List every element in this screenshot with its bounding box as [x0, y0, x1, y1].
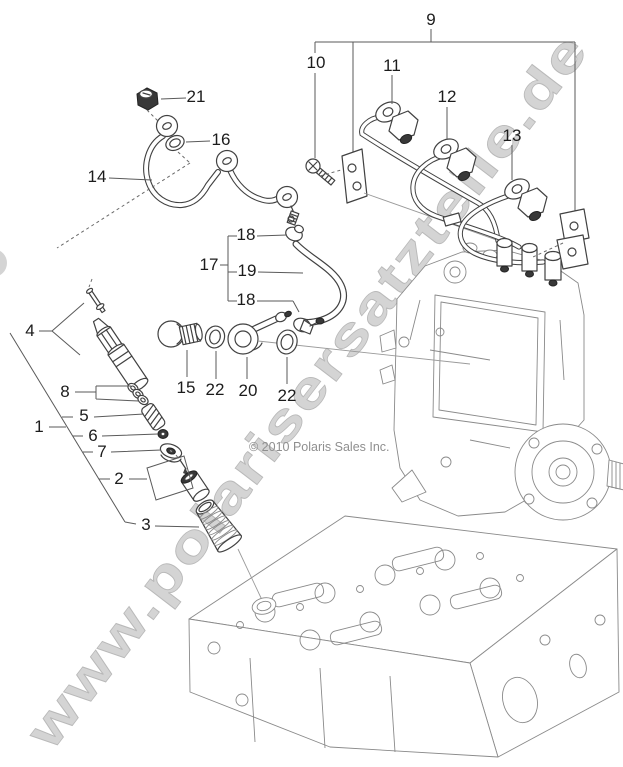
callout-13: 13 — [502, 126, 522, 145]
callout-19: 19 — [237, 261, 257, 280]
injection-pipe-12 — [410, 138, 522, 250]
return-hose-19 — [292, 240, 347, 326]
washers-8 — [127, 382, 149, 406]
callout-2: 2 — [114, 469, 124, 488]
callout-5: 5 — [79, 406, 89, 425]
callout-15: 15 — [176, 378, 196, 397]
spring-5 — [141, 403, 166, 431]
callout-21: 21 — [186, 87, 206, 106]
hose-clamp-18-bottom — [293, 317, 325, 335]
injector-needle — [85, 278, 106, 326]
washer-7 — [159, 443, 183, 463]
plug-15 — [157, 320, 203, 348]
washer-16 — [165, 134, 185, 152]
callout-7: 7 — [97, 442, 107, 461]
callout-9-bracket — [314, 29, 576, 211]
callout-10: 10 — [306, 53, 326, 72]
o-ring-22-left — [204, 325, 226, 349]
assembly-dashed-lines — [56, 109, 191, 249]
callout-11: 11 — [383, 56, 401, 75]
fuel-line-14 — [143, 114, 300, 226]
callout-22: 22 — [277, 386, 297, 405]
cylinder-head-drawing — [188, 515, 620, 758]
hose-clamp-18-top — [285, 215, 304, 242]
nut-6 — [157, 429, 169, 439]
nut-21 — [136, 87, 159, 111]
injection-pump-drawing — [379, 242, 623, 521]
callout-16: 16 — [211, 130, 231, 149]
callout-3: 3 — [141, 515, 151, 534]
o-ring-22-right — [276, 329, 298, 355]
injector-body-4 — [92, 317, 149, 392]
nozzle-nut-2 — [180, 470, 210, 502]
callout-20: 20 — [238, 381, 258, 400]
banjo-fitting-20 — [227, 310, 471, 365]
bracket-17 — [220, 234, 304, 313]
callout-22: 22 — [205, 380, 225, 399]
group-20-leaders — [186, 350, 288, 384]
callout-17: 17 — [199, 255, 219, 274]
copyright-notice: © 2010 Polaris Sales Inc. — [249, 440, 390, 454]
callout-1: 1 — [34, 417, 44, 436]
callout-6: 6 — [88, 426, 98, 445]
callout-18: 18 — [236, 290, 256, 309]
pump-union-nuts — [496, 237, 562, 287]
callout-18: 18 — [236, 225, 256, 244]
callout-14: 14 — [87, 167, 107, 186]
bolt-10 — [305, 158, 336, 186]
line-clamp-plates — [532, 208, 590, 270]
callout-8: 8 — [60, 382, 70, 401]
callout-12: 12 — [437, 87, 457, 106]
leader-lines — [9, 75, 513, 528]
callout-9: 9 — [426, 10, 436, 29]
callout-4: 4 — [25, 321, 35, 340]
heat-shield-sleeve-3 — [195, 499, 243, 553]
watermark-fragment — [0, 250, 7, 276]
